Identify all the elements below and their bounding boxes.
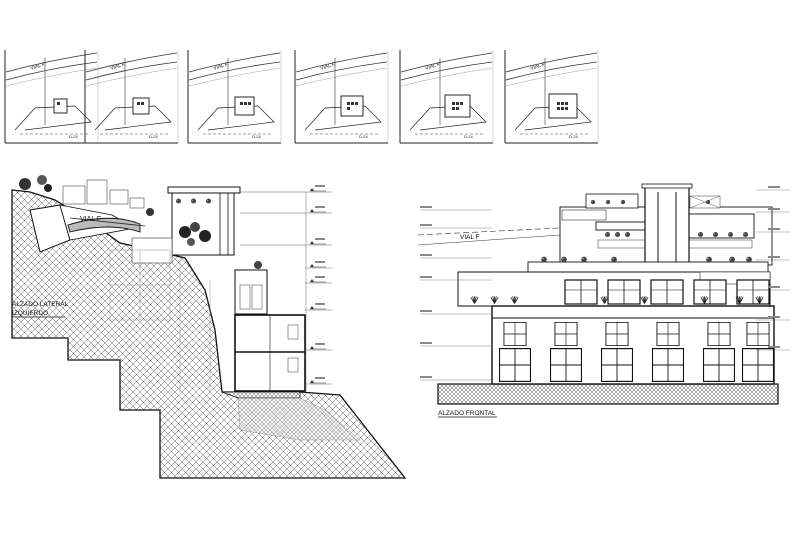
front-elevation: VIAL F ALZADO FRONTAL [175,183,790,418]
left-road-label: VIAL F [80,216,101,223]
thumbnail-road-label: VIAL F [425,62,441,72]
thumbnail-section-label: D-24 [464,134,473,139]
thumbnail-road-label: VIAL F [30,62,46,72]
site-plan-thumbnail: VIAL F D-24 [294,50,389,144]
thumbnail-section-label: D-24 [359,134,368,139]
front-elevation-title: ALZADO FRONTAL [438,410,496,417]
site-plan-thumbnail: VIAL F D-24 [187,50,282,144]
site-plan-thumbnail: VIAL F D-24 [84,50,179,144]
thumbnail-section-label: D-24 [69,134,78,139]
front-ground-strip [437,383,779,405]
thumbnail-section-label: D-24 [569,134,578,139]
front-level-marks [420,186,790,381]
left-side-elevation: VIAL F [11,175,407,479]
thumbnail-road-label: VIAL F [530,62,546,72]
thumbnail-section-label: D-24 [149,134,158,139]
site-plan-thumbnail: VIAL F D-24 [399,50,494,144]
front-main-block [491,305,775,385]
thumbnail-road-label: VIAL F [320,62,336,72]
front-road-label: VIAL F [460,234,480,241]
left-elevation-title-line2: IZQUIERDO [12,310,48,317]
road-deck [67,217,141,233]
thumbnail-section-label: D-24 [252,134,261,139]
terrace-windows [564,279,770,305]
building-section [109,186,306,392]
left-level-marks [240,185,332,392]
left-elevation-title-line1: ALZADO LATERAL [12,301,69,308]
thumbnail-road-label: VIAL F [213,62,229,72]
site-plan-thumbnail: VIAL F D-24 [4,50,99,144]
trees-left [19,175,154,216]
background-houses [62,179,145,209]
thumbnail-road-label: VIAL F [110,62,126,72]
site-plan-thumbnail-row: VIAL F D-24 VIAL F D-24 VIAL F D-24 VIAL F D-24… [4,50,599,144]
site-plan-thumbnail: VIAL F D-24 [504,50,599,144]
